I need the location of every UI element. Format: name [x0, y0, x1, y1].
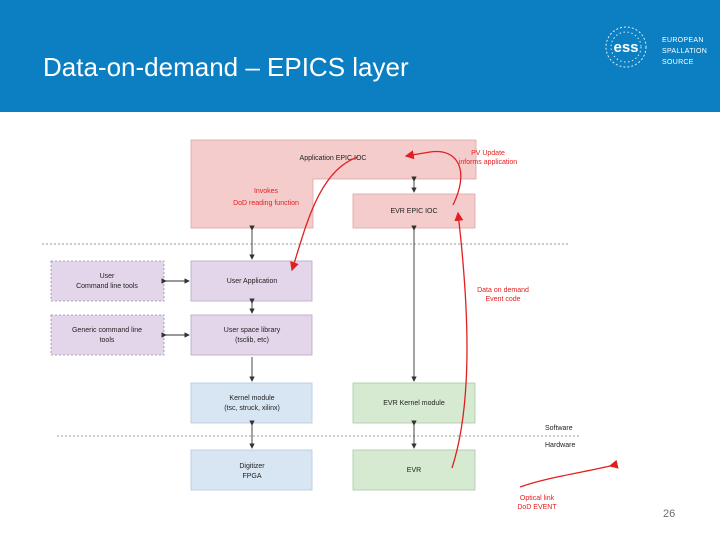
- ess-logo: ess EUROPEAN SPALLATION SOURCE: [596, 22, 716, 72]
- ess-logo-text: EUROPEAN SPALLATION SOURCE: [662, 35, 707, 68]
- optical-link-label: Optical link: [520, 495, 555, 502]
- kernel-module-sublabel: (tsc, struck, xilinx): [224, 405, 280, 412]
- ess-logo-wordmark: ess: [613, 39, 638, 56]
- kernel-module-label: Kernel module: [229, 395, 274, 402]
- ess-logo-mark: ess: [605, 26, 647, 68]
- user-space-library-label: User space library: [224, 327, 281, 334]
- application-ioc-label: Application EPIC IOC: [300, 155, 367, 162]
- optical-link-arrow: [519, 459, 619, 488]
- kernel-module-box: [190, 382, 313, 424]
- generic-tools-label: Generic command line: [72, 327, 142, 334]
- pv-update-arrow: [404, 150, 462, 206]
- event-code-label: Event code: [485, 296, 520, 303]
- user-space-library-box: [190, 314, 313, 356]
- user-tools-sublabel: Command line tools: [76, 283, 138, 290]
- generic-tools-sublabel: tools: [100, 337, 115, 344]
- logo-line: SPALLATION: [662, 48, 708, 55]
- digitizer-box: [190, 449, 313, 491]
- digitizer-sublabel: FPGA: [242, 473, 261, 480]
- data-on-demand-label: Data on demand: [477, 287, 529, 294]
- evr-label: EVR: [407, 467, 421, 474]
- page-number: 26: [663, 508, 676, 520]
- invokes-label: Invokes: [254, 188, 279, 195]
- hardware-label: Hardware: [545, 442, 575, 449]
- logo-line: SOURCE: [662, 59, 694, 66]
- evr-ioc-box: [352, 193, 476, 229]
- informs-application-label: informs application: [459, 159, 517, 166]
- evr-kernel-module-label: EVR Kernel module: [383, 400, 445, 407]
- pv-update-label: PV Update: [471, 150, 505, 157]
- slide-title: Data-on-demand – EPICS layer: [43, 52, 409, 82]
- user-application-label: User Application: [227, 278, 278, 285]
- data-on-demand-arrow: [451, 211, 468, 469]
- red-data-flow: [290, 150, 619, 488]
- software-label: Software: [545, 425, 573, 432]
- slide-header: Data-on-demand – EPICS layer ess EUROPEA…: [0, 0, 720, 112]
- digitizer-label: Digitizer: [239, 463, 265, 470]
- generic-tools-box: [50, 314, 165, 356]
- logo-line: EUROPEAN: [662, 37, 704, 44]
- user-space-library-sublabel: (tsclib, etc): [235, 337, 269, 344]
- application-ioc-box: [190, 139, 477, 229]
- dod-reading-function-label: DoD reading function: [233, 200, 299, 207]
- evr-ioc-label: EVR EPIC IOC: [390, 208, 437, 215]
- epics-layer-diagram: Application EPIC IOC Invokes DoD reading…: [42, 139, 619, 511]
- evr-kernel-module-box: [352, 382, 476, 424]
- connectors: [161, 176, 417, 449]
- user-tools-label: User: [100, 273, 115, 280]
- dod-event-label: DoD EVENT: [517, 504, 557, 511]
- invokes-arrow: [290, 156, 359, 272]
- user-tools-box: [50, 260, 165, 302]
